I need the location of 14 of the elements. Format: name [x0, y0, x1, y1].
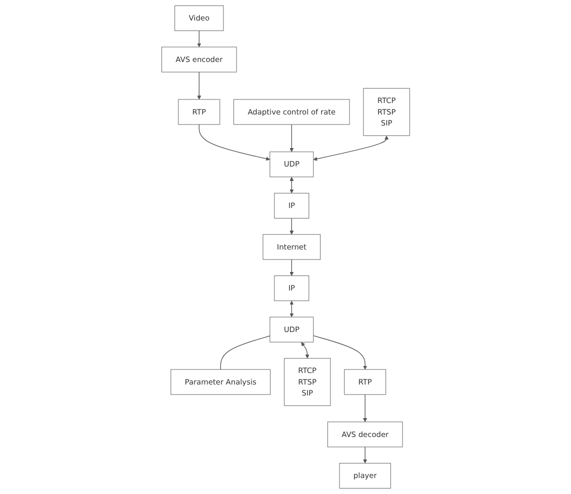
arrow — [196, 30, 201, 48]
arrow — [313, 136, 388, 161]
arrow — [289, 218, 294, 235]
arrow — [289, 124, 294, 152]
arrow — [289, 259, 294, 276]
arrow — [362, 394, 367, 422]
arrow — [289, 176, 294, 194]
arrow — [312, 335, 367, 370]
arrow — [300, 342, 310, 359]
arrow — [362, 446, 367, 464]
arrow — [198, 124, 270, 161]
arrow — [196, 72, 201, 100]
arrow — [289, 300, 294, 318]
connector — [220, 336, 270, 370]
